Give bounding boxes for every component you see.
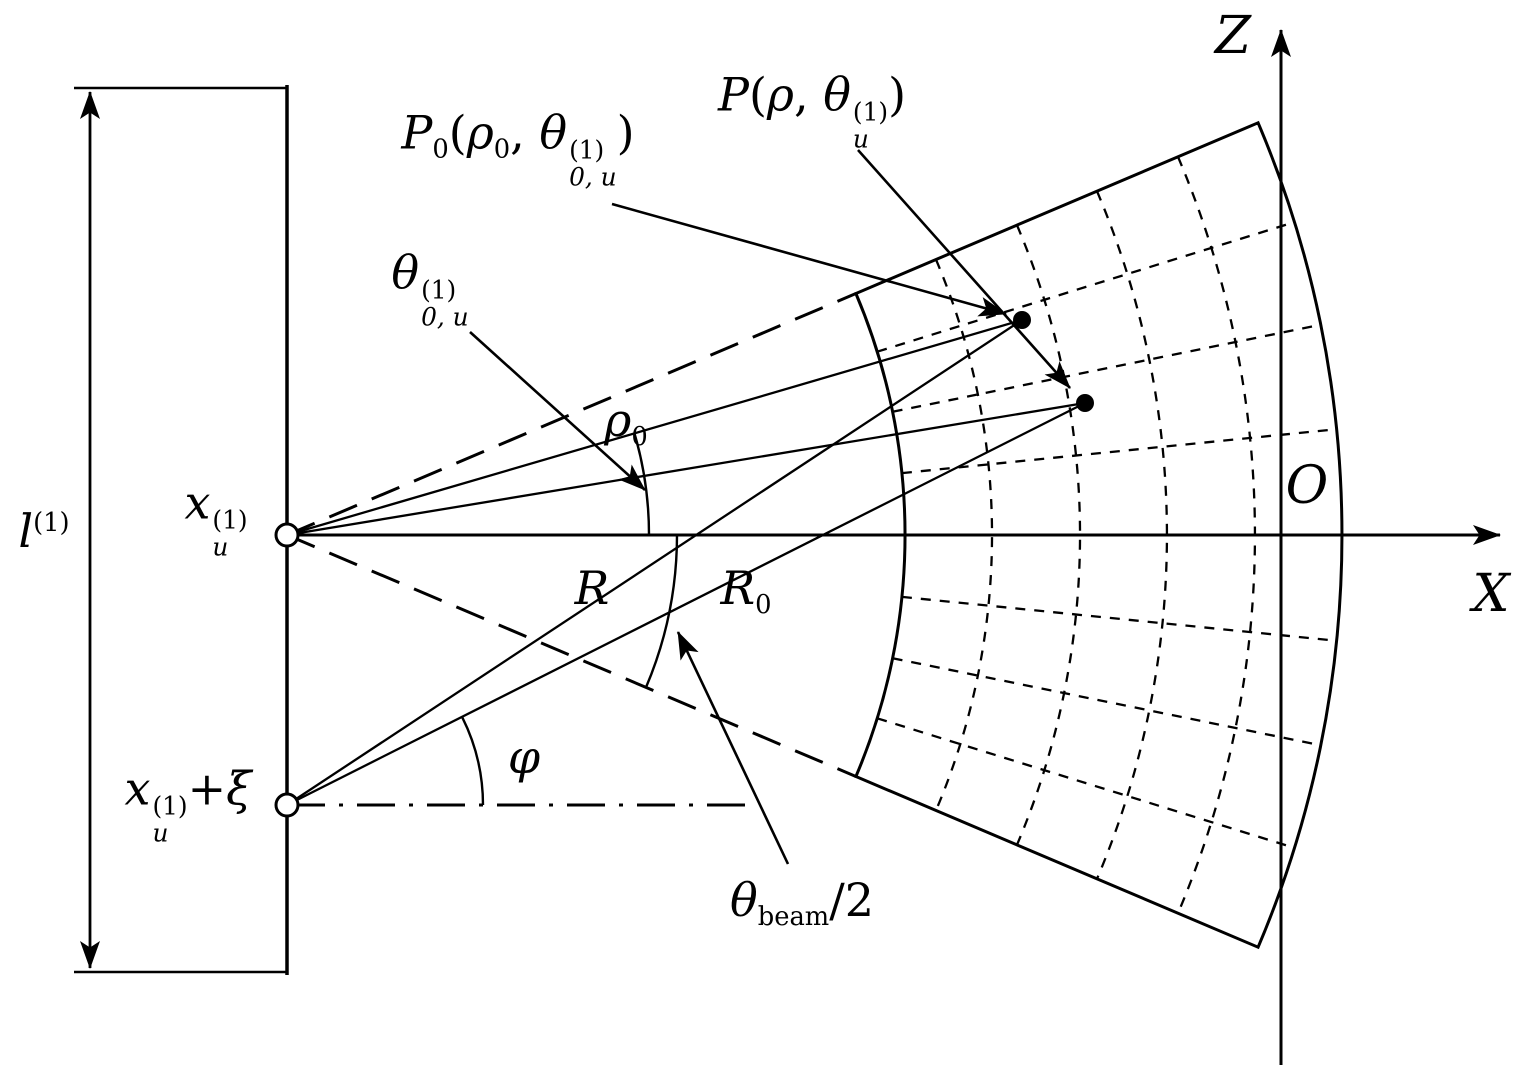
p-name: P <box>717 67 749 122</box>
theta0u-base: θ <box>391 245 420 300</box>
point-p0-dot <box>1013 311 1031 329</box>
x-axis-text: X <box>1472 564 1510 624</box>
label-phi: φ <box>508 734 540 780</box>
line-element-u-to-p0 <box>286 318 1023 537</box>
label-x-axis: X <box>1472 568 1509 620</box>
label-angle-theta0u: θ(1)0, u <box>391 250 468 331</box>
line-shifted-element-to-p <box>286 401 1086 807</box>
p0-name: P <box>401 105 433 160</box>
p-rho: ρ <box>766 67 794 122</box>
range-r0-base: R <box>720 561 756 615</box>
beam-edge-lower-dashed <box>286 533 857 778</box>
label-point-p: P(ρ, θ(1)u) <box>718 72 906 153</box>
p0-name-sub: 0 <box>432 134 449 165</box>
p-theta-sup: (1) <box>852 98 889 128</box>
point-p-dot <box>1076 394 1094 412</box>
line-shifted-element-to-p0 <box>286 319 1023 806</box>
rho0-sub: 0 <box>631 422 648 453</box>
phi-base: φ <box>507 730 541 784</box>
p-theta: θ <box>823 67 851 122</box>
grid-arc-3 <box>1095 190 1169 880</box>
label-aperture-length: l(1) <box>18 508 69 554</box>
label-range-r: R <box>575 565 610 611</box>
angle-arc-halfbeam <box>644 534 679 688</box>
label-point-p0: P0(ρ0, θ(1)0, u) <box>401 110 634 191</box>
p-sep: , <box>793 67 824 122</box>
element-u-marker <box>274 522 300 548</box>
p0-rho: ρ <box>466 105 494 160</box>
z-axis-text: Z <box>1214 6 1252 66</box>
p-close: ) <box>888 67 907 122</box>
grid-radial-3 <box>876 221 1295 353</box>
element-u-shifted-marker <box>274 792 300 818</box>
rho0-base: ρ <box>604 393 632 447</box>
range-r0-sub: 0 <box>755 590 772 621</box>
halfbeam-base: θ <box>730 873 758 927</box>
beam-edge-upper-dashed <box>286 292 857 537</box>
pointer-arrow-theta0u <box>469 331 646 491</box>
p0-sep: , <box>510 105 540 160</box>
label-half-beamwidth: θbeam/2 <box>730 877 874 930</box>
element-u-sup: (1) <box>212 506 248 536</box>
element-u-base: x <box>184 475 211 530</box>
grid-radial-1 <box>901 428 1337 475</box>
origin-text: O <box>1285 456 1329 516</box>
element-u-shifted-base: x <box>124 761 151 816</box>
label-element-u: x(1)u <box>184 480 247 561</box>
pointer-arrow-p0 <box>611 202 1007 317</box>
p0-rho-sub: 0 <box>493 134 511 165</box>
sector-outline <box>853 120 1344 950</box>
p-theta-sub: u <box>852 124 869 154</box>
grid-arc-4 <box>1176 156 1257 914</box>
range-r-base: R <box>574 561 610 615</box>
element-u-shifted-suffix: +ξ <box>187 761 252 816</box>
grid-radial-6 <box>876 717 1295 849</box>
grid-radial-4 <box>901 595 1337 642</box>
theta0u-sub: 0, u <box>421 302 469 332</box>
element-u-shifted-sub: u <box>152 818 169 848</box>
line-element-u-to-p <box>286 401 1086 537</box>
pointer-arrow-p <box>857 149 1071 389</box>
sector-grid <box>876 156 1337 914</box>
theta0u-sup: (1) <box>421 276 457 306</box>
halfbeam-suffix: /2 <box>829 873 874 927</box>
grid-radial-2 <box>892 323 1322 413</box>
label-range-r0: R0 <box>720 565 771 618</box>
element-u-shifted-sup: (1) <box>152 792 188 822</box>
p0-theta: θ <box>539 105 568 160</box>
p0-close: ) <box>616 105 635 160</box>
p0-theta-sup: (1) <box>569 136 605 166</box>
p0-open: ( <box>448 105 467 160</box>
grid-radial-5 <box>892 657 1322 747</box>
p0-theta-sub: 0, u <box>569 162 617 192</box>
aperture-length-base: l <box>18 504 34 558</box>
label-rho0: ρ0 <box>604 397 647 450</box>
aperture-length-sup: (1) <box>33 508 70 539</box>
p-open: ( <box>748 67 767 122</box>
pointer-arrow-halfbeam <box>676 631 790 865</box>
label-element-u-shifted: x(1)u+ξ <box>124 766 251 847</box>
halfbeam-sub: beam <box>757 902 830 933</box>
angle-arc-phi <box>461 716 485 806</box>
grid-arc-1 <box>934 259 994 811</box>
label-origin: O <box>1286 460 1329 512</box>
label-z-axis: Z <box>1215 10 1251 62</box>
element-u-sub: u <box>212 532 229 562</box>
